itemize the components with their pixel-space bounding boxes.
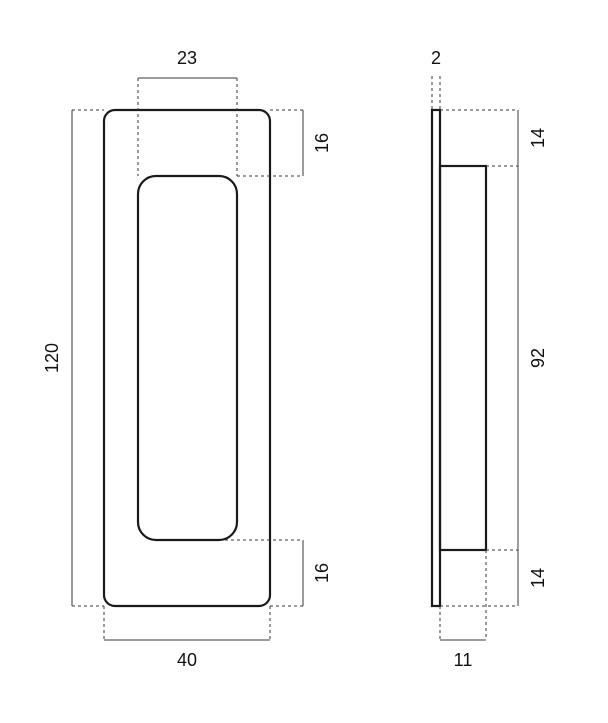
bottom-margin-label: 16	[312, 563, 332, 583]
side-recess-body	[438, 164, 488, 552]
bottom-offset-label: 14	[528, 568, 548, 588]
recess-height-label: 92	[528, 348, 548, 368]
top-offset-label: 14	[528, 128, 548, 148]
front-view: 23 16 120 16 40	[42, 48, 332, 670]
front-grip-recess	[136, 174, 239, 542]
height-label: 120	[42, 343, 62, 373]
side-plate-outline	[430, 108, 442, 608]
top-margin-label: 16	[312, 133, 332, 153]
depth-label: 11	[454, 650, 473, 670]
width-label: 40	[177, 650, 197, 670]
grip-width-label: 23	[177, 48, 197, 68]
front-plate-outline	[102, 108, 272, 608]
plate-thickness-label: 2	[431, 48, 441, 68]
side-view: 2 14 92 14 11	[430, 48, 548, 670]
